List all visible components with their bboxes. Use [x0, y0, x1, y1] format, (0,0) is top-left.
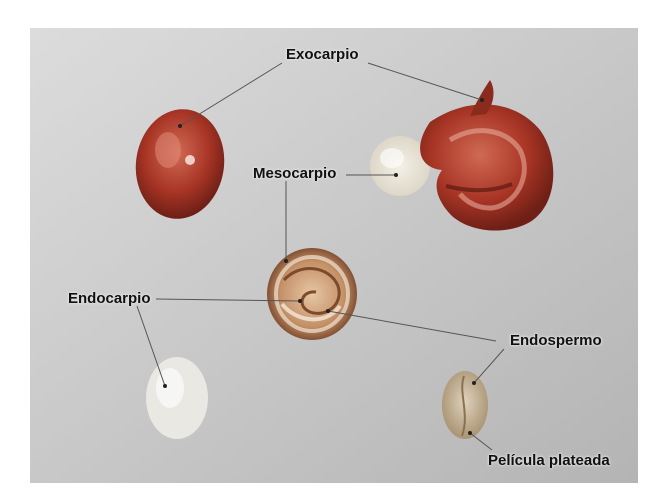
label-pelicula-plateada: Película plateada: [488, 453, 610, 469]
parchment-bean: [146, 357, 208, 439]
label-endocarpio: Endocarpio: [68, 291, 151, 307]
label-endospermo: Endospermo: [510, 333, 602, 349]
green-bean: [442, 371, 488, 439]
label-exocarpio: Exocarpio: [286, 47, 359, 63]
cherry-cross-section: [267, 248, 357, 340]
label-mesocarpio: Mesocarpio: [253, 166, 336, 182]
